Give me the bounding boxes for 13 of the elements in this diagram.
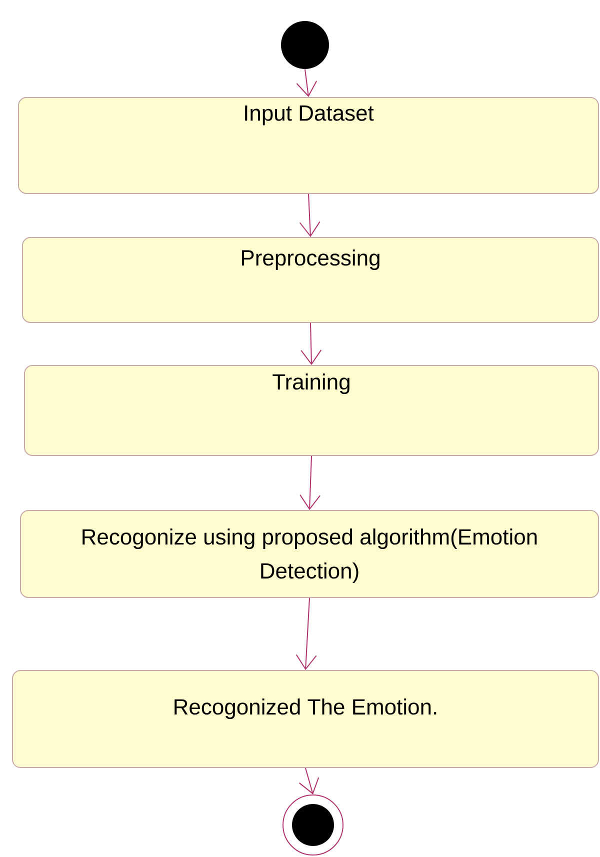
activity-box: Input Dataset <box>18 97 599 194</box>
arrow <box>300 456 321 510</box>
activity-box: Training <box>24 365 599 456</box>
activity-box: Preprocessing <box>22 237 599 323</box>
activity-box: Recogonized The Emotion. <box>12 670 599 768</box>
start-node <box>281 21 329 69</box>
arrow <box>300 322 322 365</box>
arrow <box>296 68 318 97</box>
arrow <box>296 598 317 670</box>
arrow <box>299 194 320 237</box>
end-node <box>282 794 344 856</box>
activity-box: Recogonize using proposed algorithm(Emotion Detection) <box>20 510 599 598</box>
arrow <box>298 768 320 794</box>
